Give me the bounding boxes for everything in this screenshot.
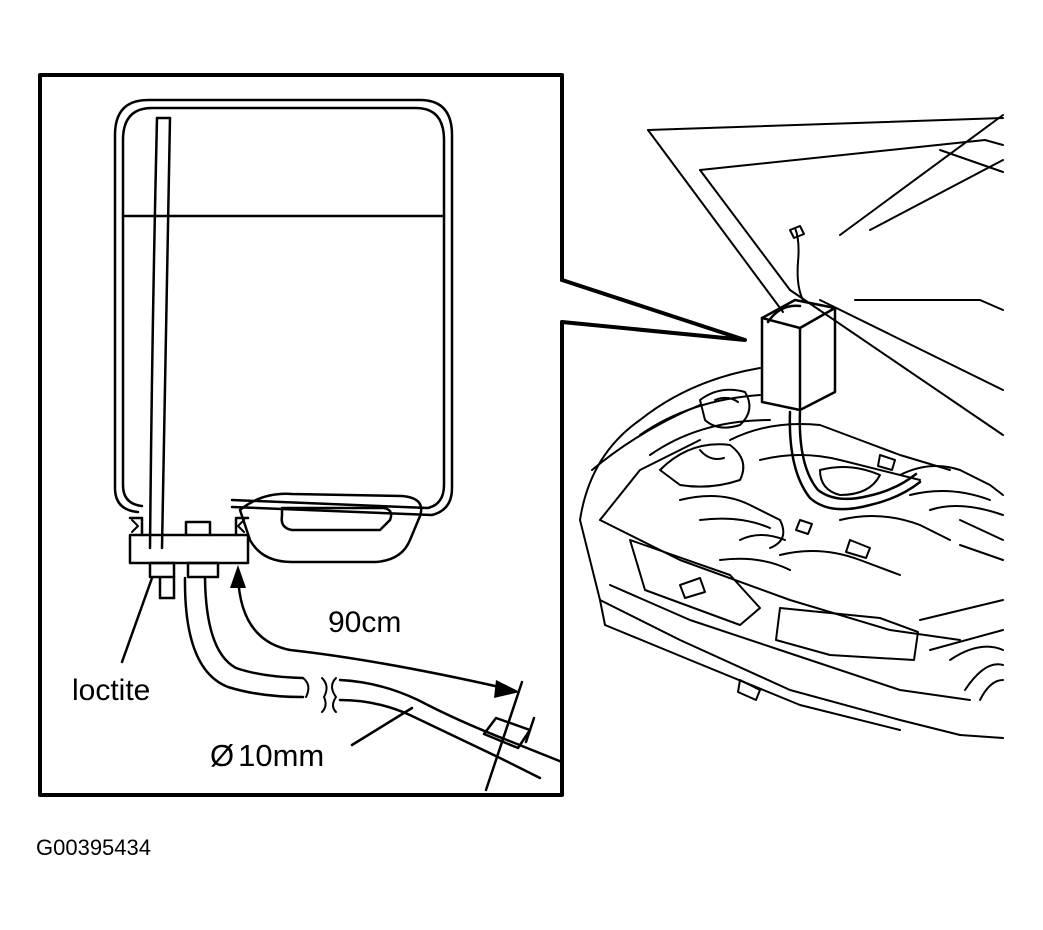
diameter-leader [350, 706, 414, 747]
loctite-leader [120, 576, 154, 664]
diameter-value: 10mm [238, 738, 325, 773]
pump-grommet [128, 516, 250, 600]
internal-tube [148, 116, 172, 550]
hood [647, 114, 1004, 436]
car-illustration [579, 114, 1004, 739]
diameter-symbol: Ø [210, 738, 235, 773]
car-body [579, 367, 1004, 739]
inset-frame [38, 73, 564, 797]
length-dimension [230, 565, 520, 698]
figure-code: G00395434 [36, 835, 151, 860]
reservoir-bottle [113, 98, 454, 564]
detail-inset [38, 73, 747, 797]
callout-pointer [560, 278, 747, 342]
length-label: 90cm [328, 606, 402, 639]
loctite-label: loctite [72, 674, 151, 707]
car-reservoir [760, 298, 922, 511]
engine-bay [639, 388, 1004, 576]
outlet-hose [183, 576, 564, 792]
